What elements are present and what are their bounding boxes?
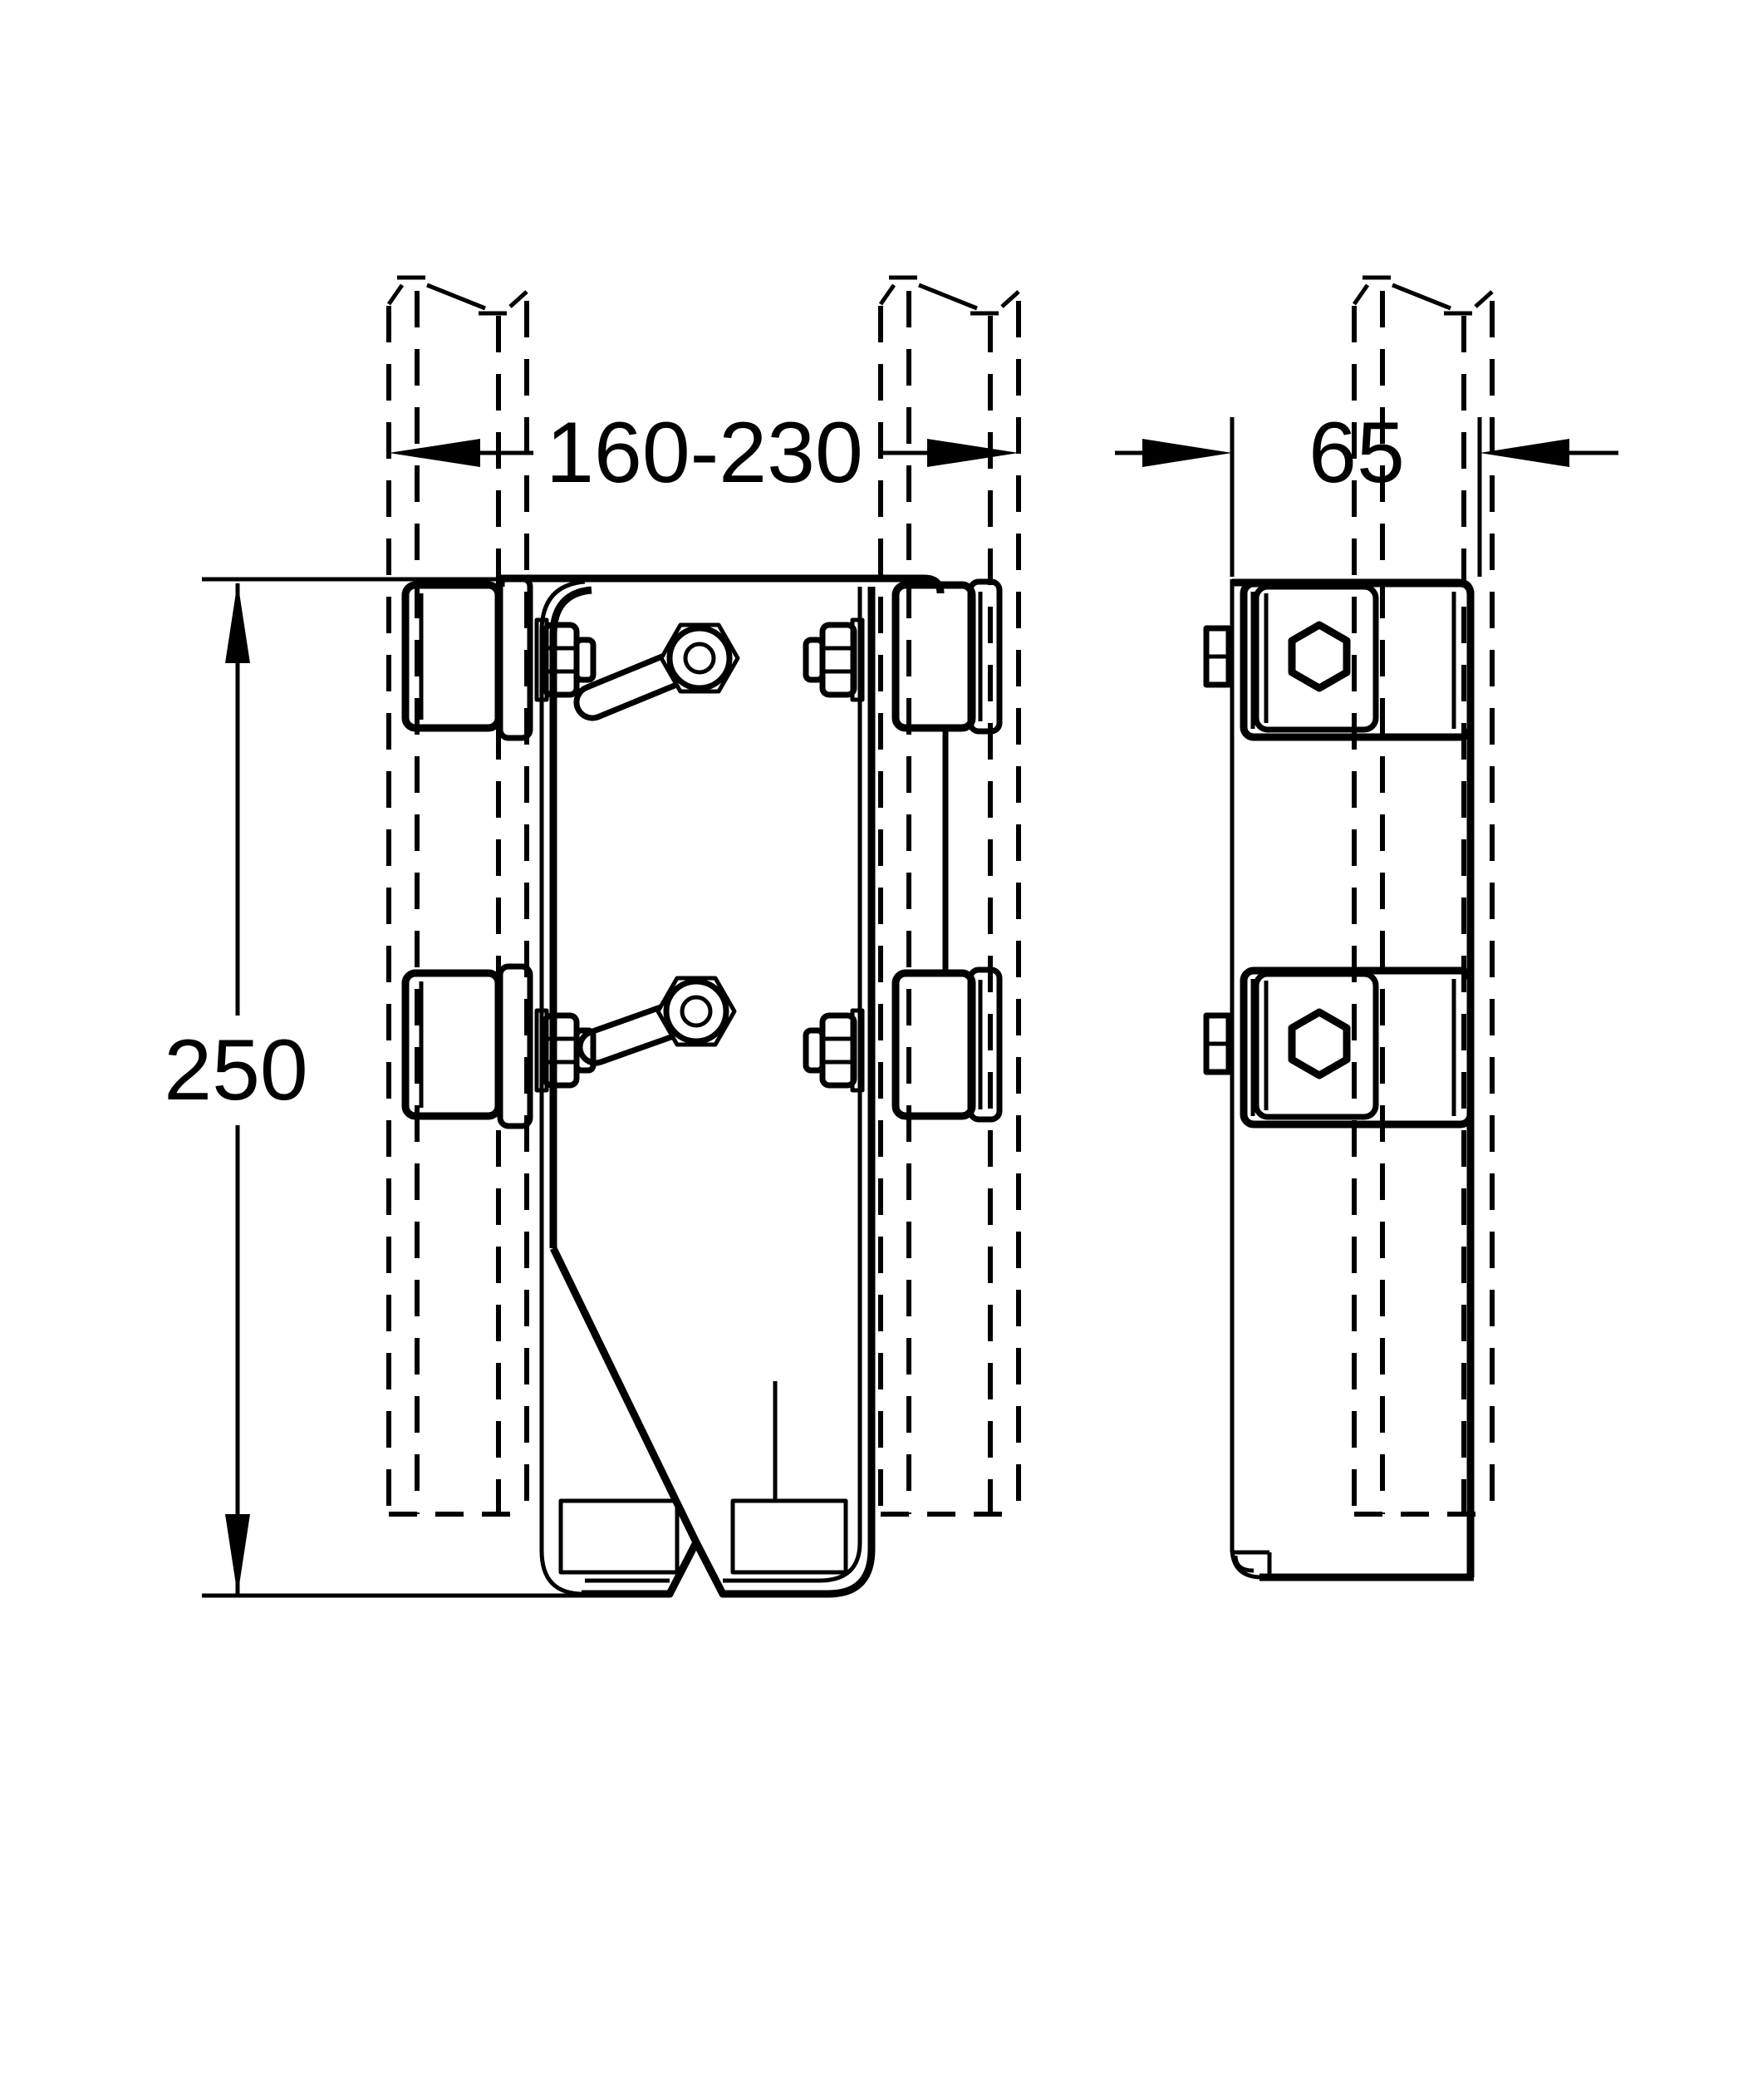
arrow-inward-right-icon	[1480, 439, 1569, 467]
adjuster-lever-lower	[577, 993, 703, 1066]
side-view	[1206, 578, 1475, 1581]
dimension-depth: 65	[1115, 405, 1618, 577]
adjuster-boss-lower	[658, 978, 734, 1045]
side-foot-hook	[1230, 1547, 1272, 1580]
front-view	[405, 574, 999, 1598]
plate-bottom-edge	[582, 1538, 830, 1598]
side-clamp-lower	[1206, 971, 1471, 1124]
plate-right-edge-outer	[827, 587, 876, 1598]
arrow-right-icon	[927, 439, 1019, 467]
arrow-down-icon	[225, 1514, 250, 1596]
dimension-height: 250	[164, 577, 582, 1598]
plate-right-edge-inner	[818, 587, 862, 1583]
foot-window-right	[730, 1498, 848, 1575]
clamp-screw-right-lower	[806, 1011, 862, 1090]
arrow-inward-left-icon	[1142, 439, 1232, 467]
plate-left-edge-outer	[539, 579, 586, 1596]
arrow-up-icon	[225, 582, 250, 663]
clamp-front-left-lower	[405, 966, 530, 1126]
arrow-left-icon	[389, 439, 480, 467]
side-clamp-upper	[1206, 583, 1471, 737]
adjuster-boss-upper	[661, 625, 738, 691]
adjuster-lever-upper	[573, 641, 707, 721]
clamp-front-left-upper	[405, 578, 530, 738]
clamp-screw-right-upper	[806, 620, 862, 700]
dimension-depth-label: 65	[1309, 405, 1405, 501]
dimension-width-label: 160-230	[546, 405, 863, 501]
dimension-width: 160-230	[389, 405, 1019, 501]
dimension-height-label: 250	[164, 1022, 308, 1119]
plate-diagonal-cut	[549, 1247, 700, 1544]
foot-window-left	[558, 1498, 680, 1575]
clamp-screw-left-lower	[537, 1011, 593, 1090]
